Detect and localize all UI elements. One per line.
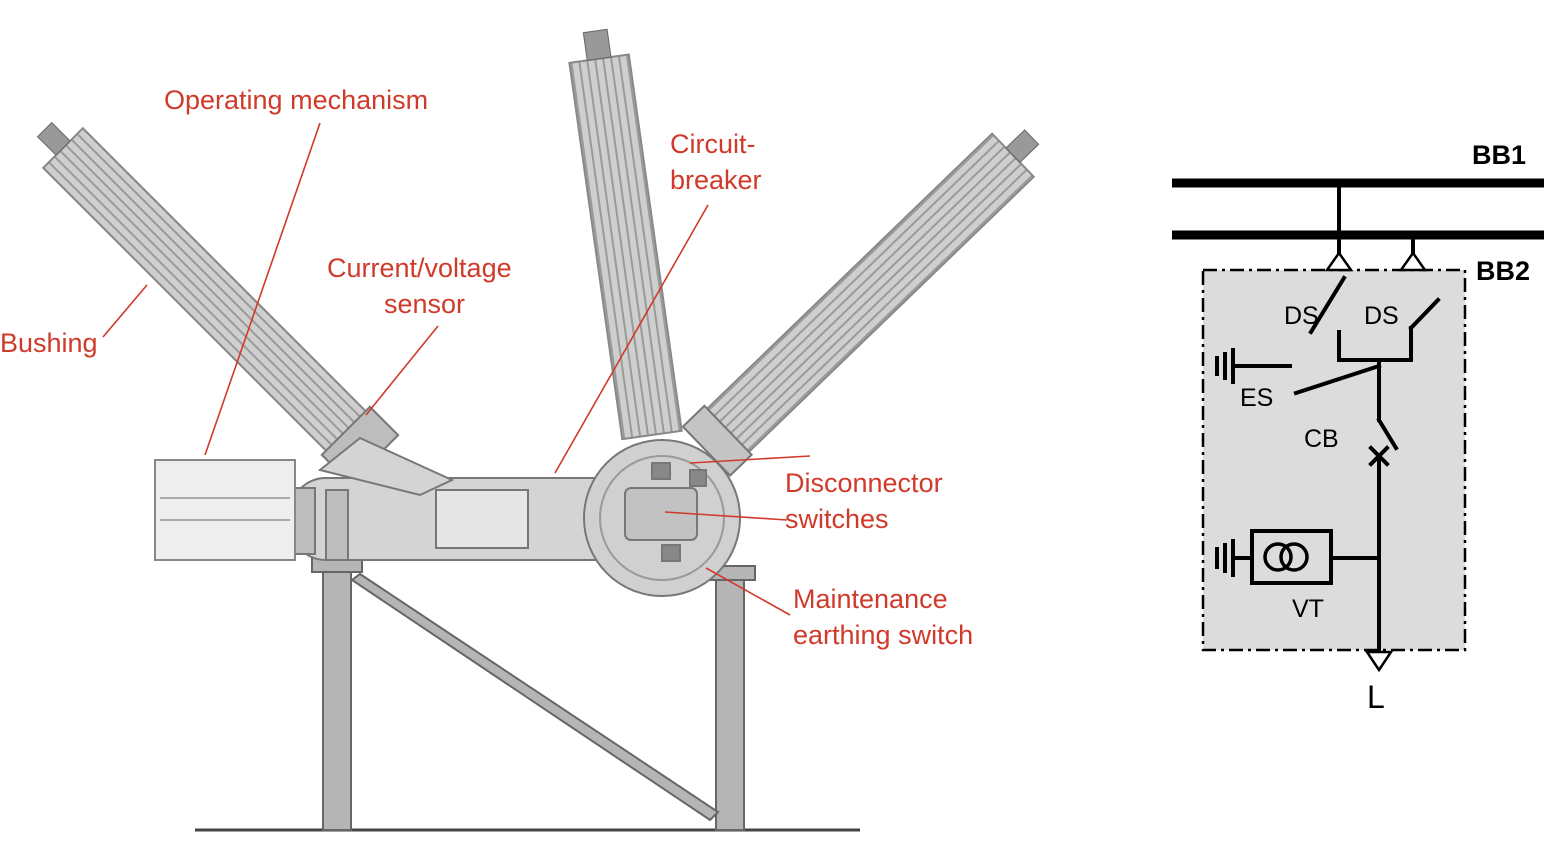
label-circuit-breaker-line2: breaker — [670, 165, 762, 195]
leader-operating-mechanism — [204, 122, 321, 456]
label-maintenance-line1: Maintenance — [793, 584, 948, 614]
es-blade — [1293, 363, 1382, 396]
bb2-label: BB2 — [1476, 256, 1530, 286]
line-terminal — [1364, 650, 1394, 673]
cb-label: CB — [1304, 425, 1339, 453]
support-frame — [311, 557, 756, 831]
ds-left-terminal — [1324, 250, 1354, 272]
es-label: ES — [1240, 384, 1273, 412]
module-boundary-box — [1201, 268, 1467, 652]
leader-disconnector-switches-a — [689, 455, 811, 464]
label-current-voltage-line1: Current/voltage — [327, 253, 512, 283]
ds-left-label: DS — [1284, 302, 1319, 330]
label-current-voltage-line2: sensor — [384, 289, 466, 319]
ds-left-blade — [1308, 275, 1347, 335]
leader-circuit-breaker — [554, 204, 709, 474]
ds-right-terminal — [1398, 250, 1428, 272]
ds-right-label: DS — [1364, 302, 1399, 330]
ds-right-blade — [1408, 297, 1441, 331]
leader-current-voltage-sensor — [365, 325, 439, 416]
cb-blade — [1376, 417, 1399, 451]
label-disconnector-line1: Disconnector — [785, 468, 943, 498]
bb1-label: BB1 — [1472, 140, 1526, 170]
vt-label: VT — [1292, 595, 1324, 623]
leader-maintenance-earthing — [705, 567, 791, 616]
operating-mechanism-cabinet — [154, 459, 296, 561]
leader-bushing — [102, 284, 148, 338]
leader-disconnector-switches-b — [664, 511, 788, 521]
label-maintenance-line2: earthing switch — [793, 620, 974, 650]
label-operating-mechanism: Operating mechanism — [164, 85, 429, 115]
line-label: L — [1367, 679, 1385, 715]
right-bushing — [681, 129, 1040, 477]
label-disconnector-line2: switches — [785, 504, 889, 534]
label-bushing: Bushing — [0, 328, 98, 358]
label-circuit-breaker-line1: Circuit- — [670, 129, 756, 159]
middle-bushing — [568, 28, 683, 441]
